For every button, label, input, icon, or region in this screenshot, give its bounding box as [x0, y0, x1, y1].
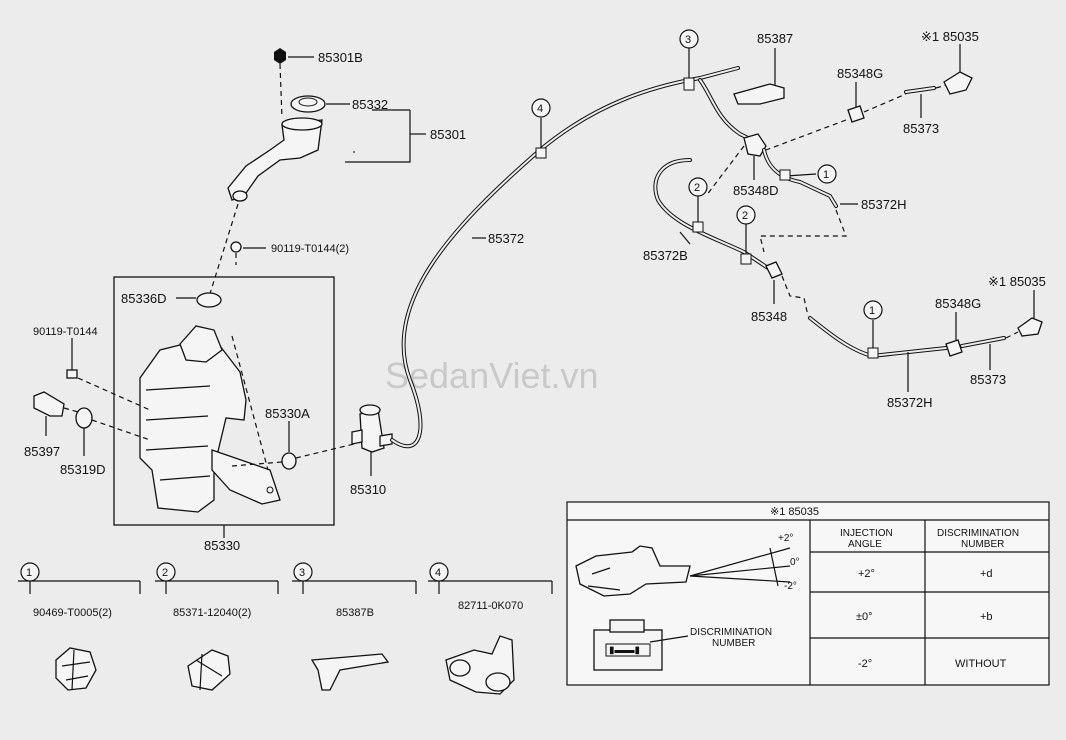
label-85372: 85372 — [488, 231, 524, 246]
table-row-2-number: +b — [980, 611, 993, 623]
disc-label-1: DISCRIMINATION — [690, 627, 772, 638]
part-85301b-drawing — [274, 48, 314, 119]
table-row-2-angle: ±0° — [856, 611, 873, 623]
angle-mark-0: 0° — [790, 557, 800, 568]
part-85348g-top-drawing — [765, 82, 907, 151]
label-85372h-top: 85372H — [861, 197, 907, 212]
part-85373-bottom-drawing — [960, 331, 1019, 370]
part-85348d-drawing — [705, 133, 767, 197]
table-header-number-2: NUMBER — [961, 539, 1004, 550]
label-85035-bottom: ※1 85035 — [988, 274, 1046, 289]
legend-item-4: 4 82711-0K070 — [428, 562, 553, 695]
legend-part-1: 90469-T0005(2) — [33, 607, 112, 619]
svg-text:▮▬▬▮: ▮▬▬▮ — [609, 645, 640, 656]
svg-text:1: 1 — [26, 567, 32, 579]
label-85372b: 85372B — [643, 248, 688, 263]
svg-text:2: 2 — [162, 567, 168, 579]
label-85301: 85301 — [430, 127, 466, 142]
label-85387: 85387 — [757, 31, 793, 46]
svg-text:3: 3 — [685, 34, 691, 46]
table-header-angle-2: ANGLE — [848, 539, 882, 550]
stray-dot — [353, 151, 355, 153]
table-row-3-angle: -2° — [858, 658, 872, 670]
callout-3-hose: 3 — [679, 29, 699, 91]
nozzle-angle-drawing — [575, 545, 791, 597]
part-85373-top-drawing — [904, 83, 951, 118]
part-85035-bottom-drawing — [1017, 290, 1043, 337]
angle-mark-plus2: +2° — [778, 533, 793, 544]
table-row-1-number: +d — [980, 568, 993, 580]
table-row-3-number: WITHOUT — [955, 658, 1007, 670]
svg-text:4: 4 — [537, 103, 543, 115]
label-85397: 85397 — [24, 444, 60, 459]
part-85348-drawing — [765, 261, 809, 317]
label-85319d: 85319D — [60, 462, 106, 477]
table-header-angle-1: INJECTION — [840, 528, 893, 539]
leader-neck-to-grommet — [207, 203, 239, 301]
svg-text:1: 1 — [869, 305, 875, 317]
part-85387-drawing — [733, 48, 785, 105]
label-85332: 85332 — [352, 97, 388, 112]
part-90119-t0144-2-drawing — [230, 241, 266, 265]
hose-85372-drawing — [390, 66, 754, 449]
label-85348d: 85348D — [733, 183, 779, 198]
part-85035-top-drawing — [943, 44, 973, 95]
legend-item-1: 1 90469-T0005(2) — [18, 562, 141, 691]
legend-item-3: 3 85387B — [292, 562, 417, 691]
label-90119-t0144-2: 90119-T0144(2) — [271, 243, 349, 255]
legend-part-4: 82711-0K070 — [458, 600, 523, 612]
svg-text:2: 2 — [742, 210, 748, 222]
disc-label-2: NUMBER — [712, 638, 755, 649]
part-85336d-drawing — [176, 292, 222, 308]
part-85397-drawing — [33, 391, 79, 436]
label-85348g-bottom: 85348G — [935, 296, 981, 311]
label-85373-bottom: 85373 — [970, 372, 1006, 387]
hose-85372h-bottom-drawing: 1 — [808, 300, 948, 392]
label-85372h-bottom: 85372H — [887, 395, 933, 410]
part-85332-drawing — [290, 95, 350, 113]
svg-text:3: 3 — [299, 567, 305, 579]
label-85336d: 85336D — [121, 291, 167, 306]
label-85348: 85348 — [751, 309, 787, 324]
table-row-1-angle: +2° — [858, 568, 875, 580]
connector-face-drawing: ▮▬▬▮ — [593, 619, 689, 671]
callout-4-hose: 4 — [531, 98, 551, 159]
svg-text:1: 1 — [823, 169, 829, 181]
table-title: ※1 85035 — [770, 506, 819, 518]
table-header-number-1: DISCRIMINATION — [937, 528, 1019, 539]
label-85310: 85310 — [350, 482, 386, 497]
label-85301b: 85301B — [318, 50, 363, 65]
svg-text:4: 4 — [435, 567, 441, 579]
watermark: SedanViet.vn — [385, 355, 599, 396]
label-85035-top: ※1 85035 — [921, 29, 979, 44]
svg-text:2: 2 — [694, 182, 700, 194]
legend-part-3: 85387B — [336, 607, 374, 619]
part-85330a-drawing — [231, 421, 355, 470]
label-85373-top: 85373 — [903, 121, 939, 136]
hose-85372b-drawing: 2 2 — [653, 158, 770, 270]
angle-mark-minus2: -2° — [784, 581, 797, 592]
part-85319d-drawing — [75, 407, 151, 456]
part-85301-drawing — [227, 109, 426, 202]
part-85348g-bottom-drawing — [945, 312, 963, 357]
legend-part-2: 85371-12040(2) — [173, 607, 251, 619]
hose-85372h-top-drawing: 1 — [759, 148, 858, 253]
label-90119-t0144: 90119-T0144 — [33, 326, 98, 338]
legend-item-2: 2 85371-12040(2) — [155, 562, 279, 691]
washer-tank-drawing — [139, 325, 281, 513]
part-85310-drawing — [351, 404, 393, 476]
part-90119-t0144-drawing — [66, 338, 151, 411]
label-85330a: 85330A — [265, 406, 310, 421]
label-85330: 85330 — [204, 538, 240, 553]
label-85348g-top: 85348G — [837, 66, 883, 81]
